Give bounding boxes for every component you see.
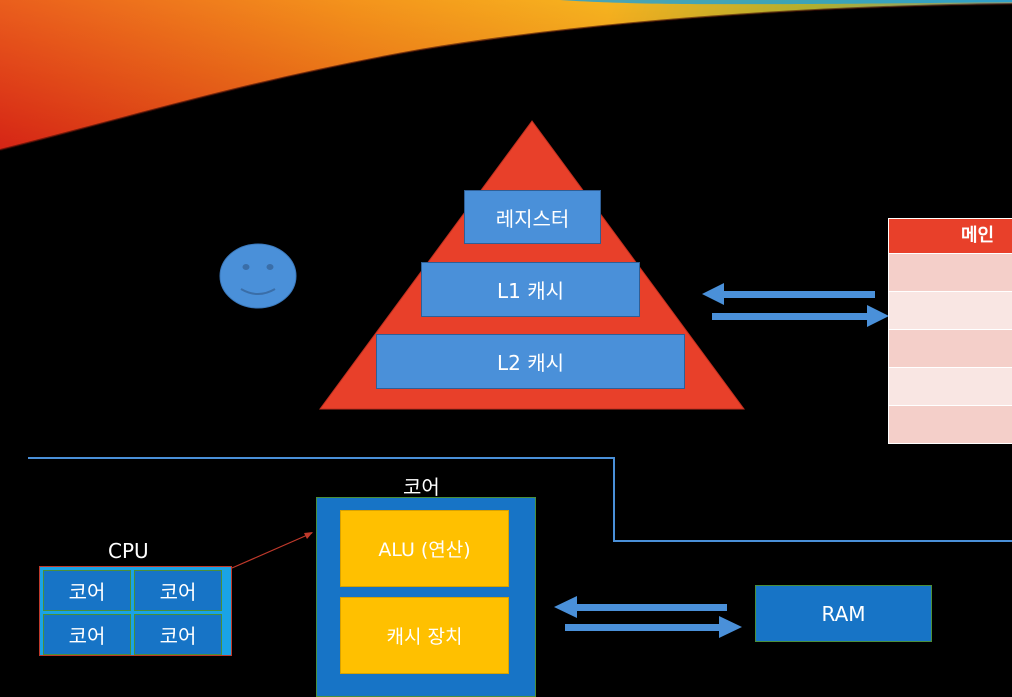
table-header: 메인 — [889, 219, 1012, 253]
left-arrow-icon — [554, 596, 727, 618]
cpu-core-cell: 코어 — [134, 614, 222, 655]
ram-box: RAM — [755, 585, 932, 642]
table-row — [889, 329, 1012, 367]
left-arrow-icon — [702, 283, 875, 305]
right-arrow-icon — [565, 616, 742, 638]
decorative-banner — [0, 0, 1012, 151]
core-box: ALU (연산) 캐시 장치 — [316, 497, 536, 697]
cpu-core-cell: 코어 — [134, 570, 222, 611]
cpu-grid: 코어 코어 코어 코어 — [39, 566, 232, 656]
cache-unit-box: 캐시 장치 — [340, 597, 509, 674]
table-row — [889, 405, 1012, 443]
divider-line — [28, 457, 1012, 542]
cpu-core-cell: 코어 — [43, 570, 131, 611]
smiley-face-icon — [219, 243, 297, 309]
alu-box: ALU (연산) — [340, 510, 509, 587]
layer-l1-cache: L1 캐시 — [421, 262, 640, 317]
layer-register: 레지스터 — [464, 190, 601, 244]
main-memory-table: 메인 — [888, 218, 1012, 444]
table-row — [889, 253, 1012, 291]
table-row — [889, 367, 1012, 405]
table-row — [889, 291, 1012, 329]
layer-l2-cache: L2 캐시 — [376, 334, 685, 389]
cpu-title: CPU — [108, 539, 149, 563]
cpu-to-core-pointer — [231, 532, 313, 569]
core-title: 코어 — [403, 475, 440, 499]
cpu-core-cell: 코어 — [43, 614, 131, 655]
right-arrow-icon — [712, 305, 889, 327]
